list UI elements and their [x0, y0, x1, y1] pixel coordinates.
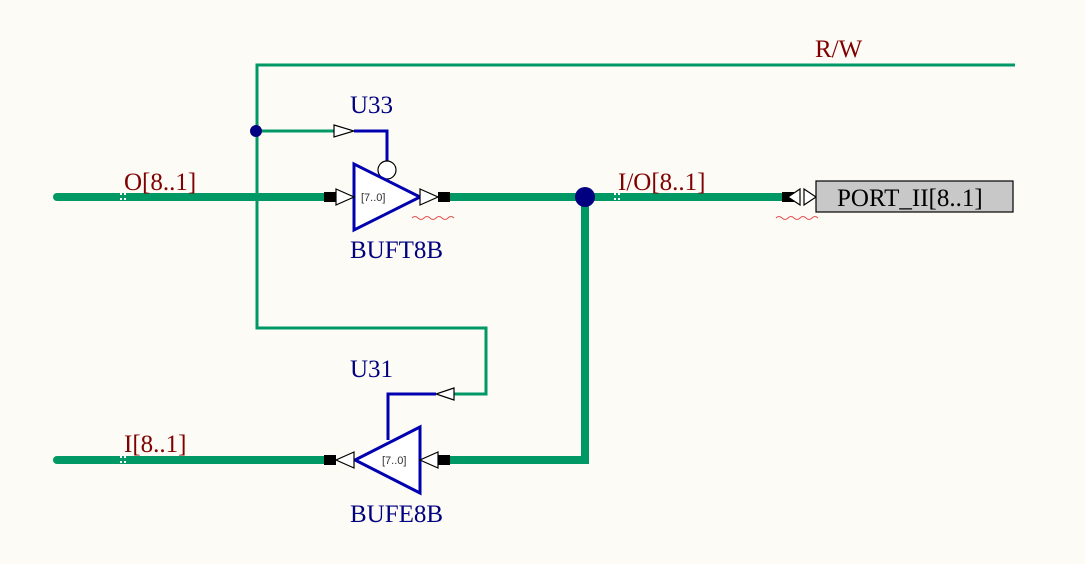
- junction-rw: [250, 125, 262, 137]
- port-error-squiggle: [775, 216, 819, 220]
- u31-enable-pin-arrow: [434, 387, 455, 401]
- u33-enable-pin-arrow: [333, 124, 357, 138]
- u33-output-pin-arrow: [419, 188, 440, 206]
- bus-entry-marks: [120, 193, 620, 463]
- junction-io: [575, 187, 595, 207]
- net-label-i-bus: I[8..1]: [124, 431, 186, 458]
- net-label-o-bus: O[8..1]: [124, 169, 196, 196]
- u31-ref-label: U31: [350, 356, 393, 383]
- u31-pin-range: [7..0]: [382, 455, 406, 467]
- u31-output-pin-arrow: [334, 451, 355, 469]
- control-wires: [255, 63, 1015, 396]
- u33-enable-line: [354, 129, 389, 161]
- net-label-io-bus: I/O[8..1]: [618, 169, 705, 196]
- u33-input-pin-arrow: [335, 188, 356, 206]
- bus-wires: [53, 193, 786, 464]
- bus-io-down[interactable]: [446, 193, 589, 464]
- u31-enable-buffer[interactable]: [7..0]: [324, 387, 455, 496]
- wire-rw-main[interactable]: [255, 63, 1015, 396]
- port-bidir-arrow-right: [803, 187, 818, 207]
- u31-part-label: BUFE8B: [350, 501, 443, 528]
- net-label-rw: R/W: [815, 36, 863, 63]
- u33-tristate-buffer[interactable]: [7..0]: [324, 124, 455, 233]
- port-io[interactable]: PORT_II[8..1]: [775, 180, 1014, 220]
- u31-enable-line: [386, 392, 436, 440]
- port-box: [815, 180, 1014, 213]
- port-label: PORT_II[8..1]: [837, 185, 983, 212]
- port-bidir-arrow-left: [786, 187, 801, 207]
- u33-part-label: BUFT8B: [350, 237, 443, 264]
- u33-pin-range: [7..0]: [361, 192, 385, 204]
- u33-ref-label: U33: [350, 92, 393, 119]
- u33-error-squiggle: [411, 216, 455, 220]
- u31-input-pin-arrow: [418, 451, 439, 469]
